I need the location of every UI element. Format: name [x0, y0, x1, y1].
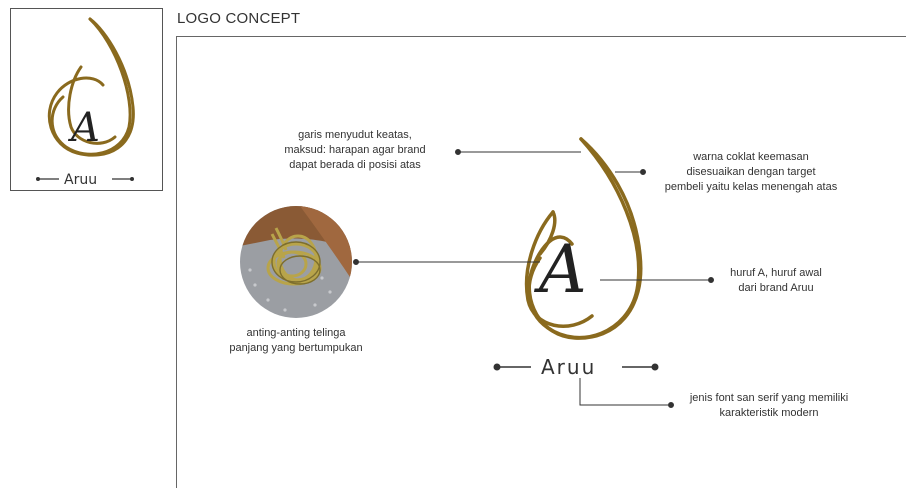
- main-logo-wordmark: Aruu: [494, 355, 659, 379]
- annotation-letter-a-1: huruf A, huruf awal: [730, 267, 822, 279]
- annotation-letter-a: huruf A, huruf awal dari brand Aruu: [716, 266, 836, 296]
- annotation-gold-color-1: warna coklat keemasan: [693, 151, 809, 163]
- annotation-font-1: jenis font san serif yang memiliki: [690, 392, 848, 404]
- annotation-angled-lines-1: garis menyudut keatas,: [298, 129, 412, 141]
- annotation-angled-lines-3: dapat berada di posisi atas: [289, 159, 420, 171]
- photo-caption: anting-anting telinga panjang yang bertu…: [226, 326, 366, 356]
- photo-caption-2: panjang yang bertumpukan: [229, 342, 362, 354]
- annotation-angled-lines: garis menyudut keatas, maksud: harapan a…: [255, 128, 455, 173]
- svg-text:Aruu: Aruu: [541, 355, 596, 379]
- annotation-gold-color-2: disesuaikan dengan target: [686, 166, 815, 178]
- annotation-gold-color: warna coklat keemasan disesuaikan dengan…: [648, 150, 854, 195]
- annotation-font: jenis font san serif yang memiliki karak…: [676, 391, 862, 421]
- annotation-letter-a-2: dari brand Aruu: [738, 282, 813, 294]
- earrings-photo: [240, 206, 352, 318]
- photo-caption-1: anting-anting telinga: [246, 327, 345, 339]
- annotation-font-2: karakteristik modern: [719, 407, 818, 419]
- main-logo-letter: A: [533, 231, 587, 308]
- annotation-angled-lines-2: maksud: harapan agar brand: [284, 144, 425, 156]
- annotation-gold-color-3: pembeli yaitu kelas menengah atas: [665, 181, 837, 193]
